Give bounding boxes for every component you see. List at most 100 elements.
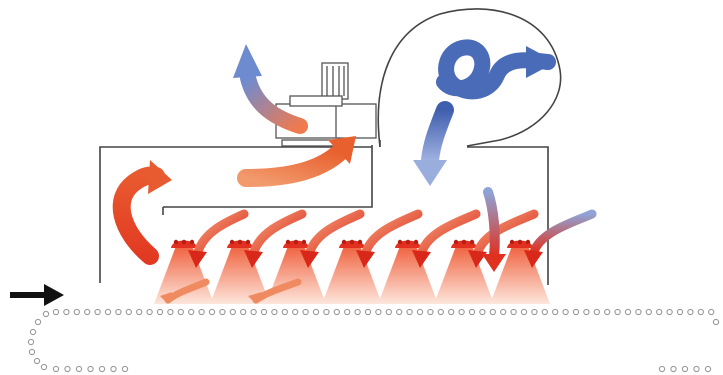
nozzle-hole [462,240,466,244]
belt-link [428,309,433,314]
belt-link [386,309,391,314]
belt-link [261,309,266,314]
belt-link [667,309,672,314]
belt-link [688,309,693,314]
belt-link [105,309,110,314]
belt-link [168,309,173,314]
belt-link [189,309,194,314]
nozzle-hole [526,240,530,244]
belt-link [251,309,256,314]
belt-link [293,309,298,314]
belt-link [636,309,641,314]
belt-link [313,309,318,314]
belt-link [594,309,599,314]
belt-link [76,366,81,371]
nozzle-hole [470,240,474,244]
belt-link [501,309,506,314]
belt-link [43,311,48,316]
belt-link [542,309,547,314]
belt-link [532,309,537,314]
distribution-arrow [524,214,592,268]
belt-link [122,366,127,371]
belt-link [334,309,339,314]
belt-link [677,309,682,314]
belt-link [230,309,235,314]
belt-link [355,309,360,314]
belt-link [438,309,443,314]
belt-link [459,309,464,314]
belt-link [698,309,703,314]
belt-link [521,309,526,314]
nozzle-hole [358,240,362,244]
belt-link [34,358,39,363]
belt-link [74,309,79,314]
belt-link [241,309,246,314]
infeed-arrow [10,284,64,306]
belt-link [615,309,620,314]
nozzle-hole [190,240,194,244]
belt-link [646,309,651,314]
belt-link [625,309,630,314]
nozzle-hole [454,240,458,244]
belt-link [694,366,699,371]
conveyor-belt [28,309,718,371]
belt-link [682,366,687,371]
belt-link [220,309,225,314]
nozzle-hole [182,240,186,244]
belt-link [272,309,277,314]
nozzle-hole [230,240,234,244]
belt-link [605,309,610,314]
side-recirculation-arrow [122,160,172,256]
belt-link [553,309,558,314]
belt-link [41,364,46,369]
nozzle-hole [406,240,410,244]
belt-link [126,309,131,314]
belt-link [157,309,162,314]
belt-link [705,366,710,371]
belt-link [671,366,676,371]
belt-link [407,309,412,314]
belt-link [29,349,34,354]
belt-link [449,309,454,314]
belt-link [480,309,485,314]
belt-link [53,366,58,371]
belt-link [303,309,308,314]
belt-link [397,309,402,314]
nozzle-hole [286,240,290,244]
belt-link [657,309,662,314]
nozzle-hole [294,240,298,244]
belt-link [417,309,422,314]
nozzle-hole [510,240,514,244]
blower-outlet-arrow [430,110,445,160]
belt-link [209,309,214,314]
belt-link [35,319,40,324]
belt-link [137,309,142,314]
distribution-arrows [188,192,592,272]
nozzle-hole [302,240,306,244]
nozzle-hole [238,240,242,244]
belt-link [490,309,495,314]
belt-link [563,309,568,314]
belt-link [147,309,152,314]
exhaust-fan [276,63,376,146]
belt-link [584,309,589,314]
belt-link [111,366,116,371]
nozzle-hole [398,240,402,244]
nozzle-hole [246,240,250,244]
nozzle-hole [342,240,346,244]
belt-link [116,309,121,314]
belt-link [53,309,58,314]
belt-link [469,309,474,314]
belt-link [282,309,287,314]
recirculation-blower [378,9,560,186]
nozzle-hole [414,240,418,244]
belt-link [95,309,100,314]
belt-link [99,366,104,371]
belt-link [376,309,381,314]
belt-link [178,309,183,314]
belt-link [713,319,718,324]
belt-link [345,309,350,314]
nozzle-hole [174,240,178,244]
belt-link [709,309,714,314]
